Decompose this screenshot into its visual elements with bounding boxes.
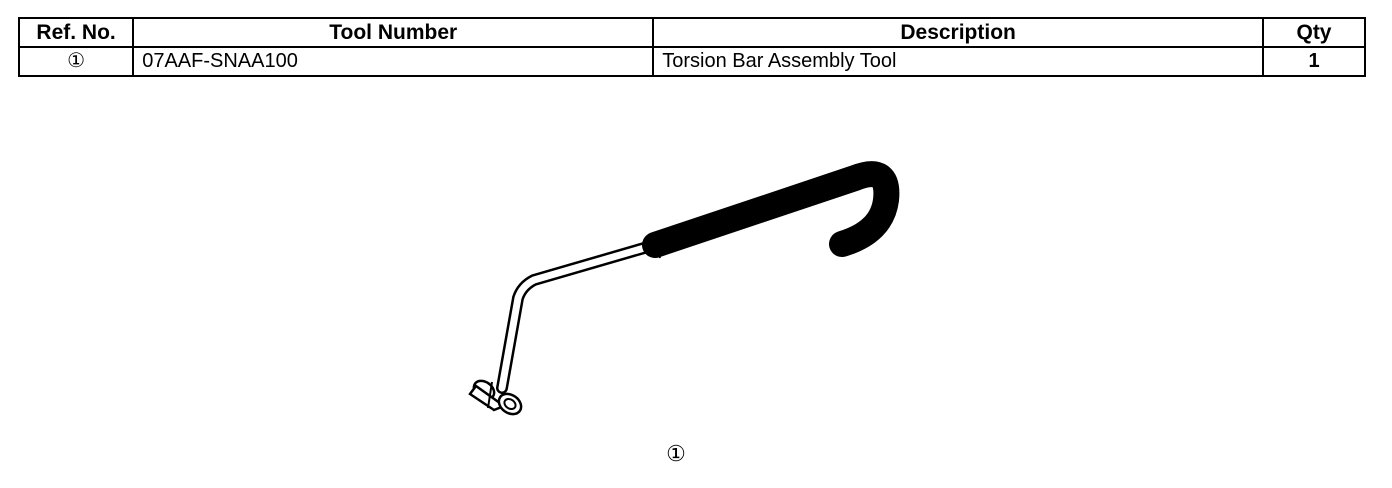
cell-ref-no: ①: [17, 46, 135, 77]
cell-tool-number: 07AAF-SNAA100: [132, 46, 655, 77]
header-qty: Qty: [1262, 17, 1366, 48]
table-row: ① 07AAF-SNAA100 Torsion Bar Assembly Too…: [17, 46, 1366, 77]
socket-head: [468, 379, 523, 416]
header-description: Description: [652, 17, 1264, 48]
special-tools-table: Ref. No. Tool Number Description Qty ① 0…: [17, 17, 1366, 77]
torsion-bar-assembly-tool-icon: [468, 161, 900, 416]
table-header-row: Ref. No. Tool Number Description Qty: [17, 17, 1366, 48]
header-tool-number: Tool Number: [132, 17, 655, 48]
header-ref-no: Ref. No.: [17, 17, 135, 48]
ref-callout-label: ①: [666, 441, 686, 466]
cell-description: Torsion Bar Assembly Tool: [652, 46, 1264, 77]
cell-qty: 1: [1262, 46, 1366, 77]
